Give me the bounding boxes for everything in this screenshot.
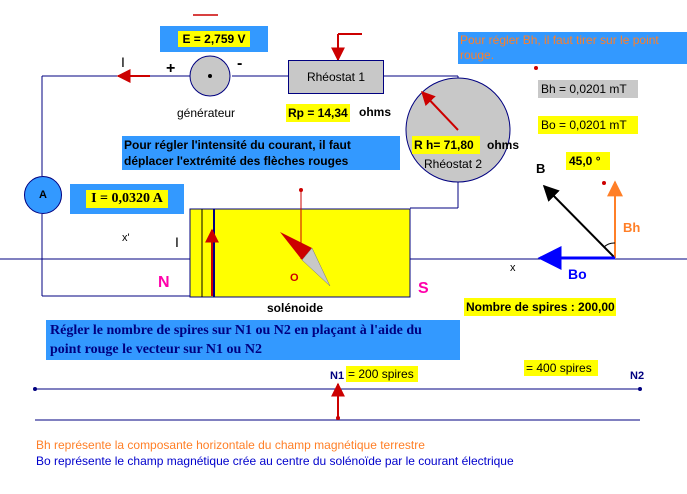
generator-label: générateur xyxy=(177,106,236,120)
ammeter-label: A xyxy=(39,189,47,201)
b-label: B xyxy=(536,161,546,176)
n1-spires: = 200 spires xyxy=(346,366,418,382)
generator-minus: - xyxy=(237,55,243,72)
intensity-instruction: Pour régler l'intensité du courant, il f… xyxy=(122,136,400,170)
rheostat2-unit: ohms xyxy=(487,138,520,152)
rheostat1-label: Rhéostat 1 xyxy=(306,70,366,84)
bh-value: Bh = 0,0201 mT xyxy=(538,80,638,98)
legend-bo: Bo représente le champ magnétique crée a… xyxy=(36,454,514,468)
bh-drag-point[interactable] xyxy=(602,181,606,185)
rheostat2-resistance: R h= 71,80 xyxy=(412,136,480,154)
current-value: I = 0,0320 A xyxy=(86,190,168,208)
voltage-value: E = 2,759 V xyxy=(178,31,250,47)
spires-count: Nombre de spires : 200,00 xyxy=(464,298,616,316)
spires-instruction: Régler le nombre de spires sur N1 ou N2 … xyxy=(46,320,460,360)
b-vector xyxy=(542,184,616,259)
current-label: I xyxy=(121,54,125,70)
solenoid-current-label: I xyxy=(175,234,179,250)
rheostat2-label: Rhéostat 2 xyxy=(424,157,483,171)
bh-instruction: Pour régler Bh, il faut tirer sur le poi… xyxy=(458,32,687,64)
north-label: N xyxy=(158,274,170,291)
angle-value: 45,0 ° xyxy=(566,152,610,170)
x-axis-label: x xyxy=(510,262,516,274)
compass-needle-north xyxy=(280,232,312,260)
rheostat2-slider-arrow[interactable] xyxy=(421,90,459,131)
bh-label: Bh xyxy=(623,220,641,235)
ammeter-icon: A xyxy=(24,176,62,214)
generator-plus: + xyxy=(166,60,176,77)
bo-label: Bo xyxy=(568,266,587,282)
south-label: S xyxy=(418,280,429,297)
n1-label: N1 xyxy=(330,370,345,382)
solenoid-label: solénoide xyxy=(267,301,324,315)
bo-value: Bo = 0,0201 mT xyxy=(538,116,638,134)
center-label: O xyxy=(290,272,299,284)
compass-needle-south xyxy=(301,247,331,287)
rheostat1: Rhéostat 1 xyxy=(288,60,384,94)
rheostat1-unit: ohms xyxy=(359,105,392,119)
legend-bh: Bh représente la composante horizontale … xyxy=(36,438,425,452)
current-display: I = 0,0320 A xyxy=(70,184,184,214)
n2-label: N2 xyxy=(630,370,645,382)
n2-spires: = 400 spires xyxy=(524,360,598,376)
spires-drag-point[interactable] xyxy=(336,416,340,420)
voltage-display: E = 2,759 V xyxy=(160,26,268,52)
rheostat1-resistance: Rp = 14,34 xyxy=(286,104,350,122)
x-prime-label: x' xyxy=(122,232,130,244)
